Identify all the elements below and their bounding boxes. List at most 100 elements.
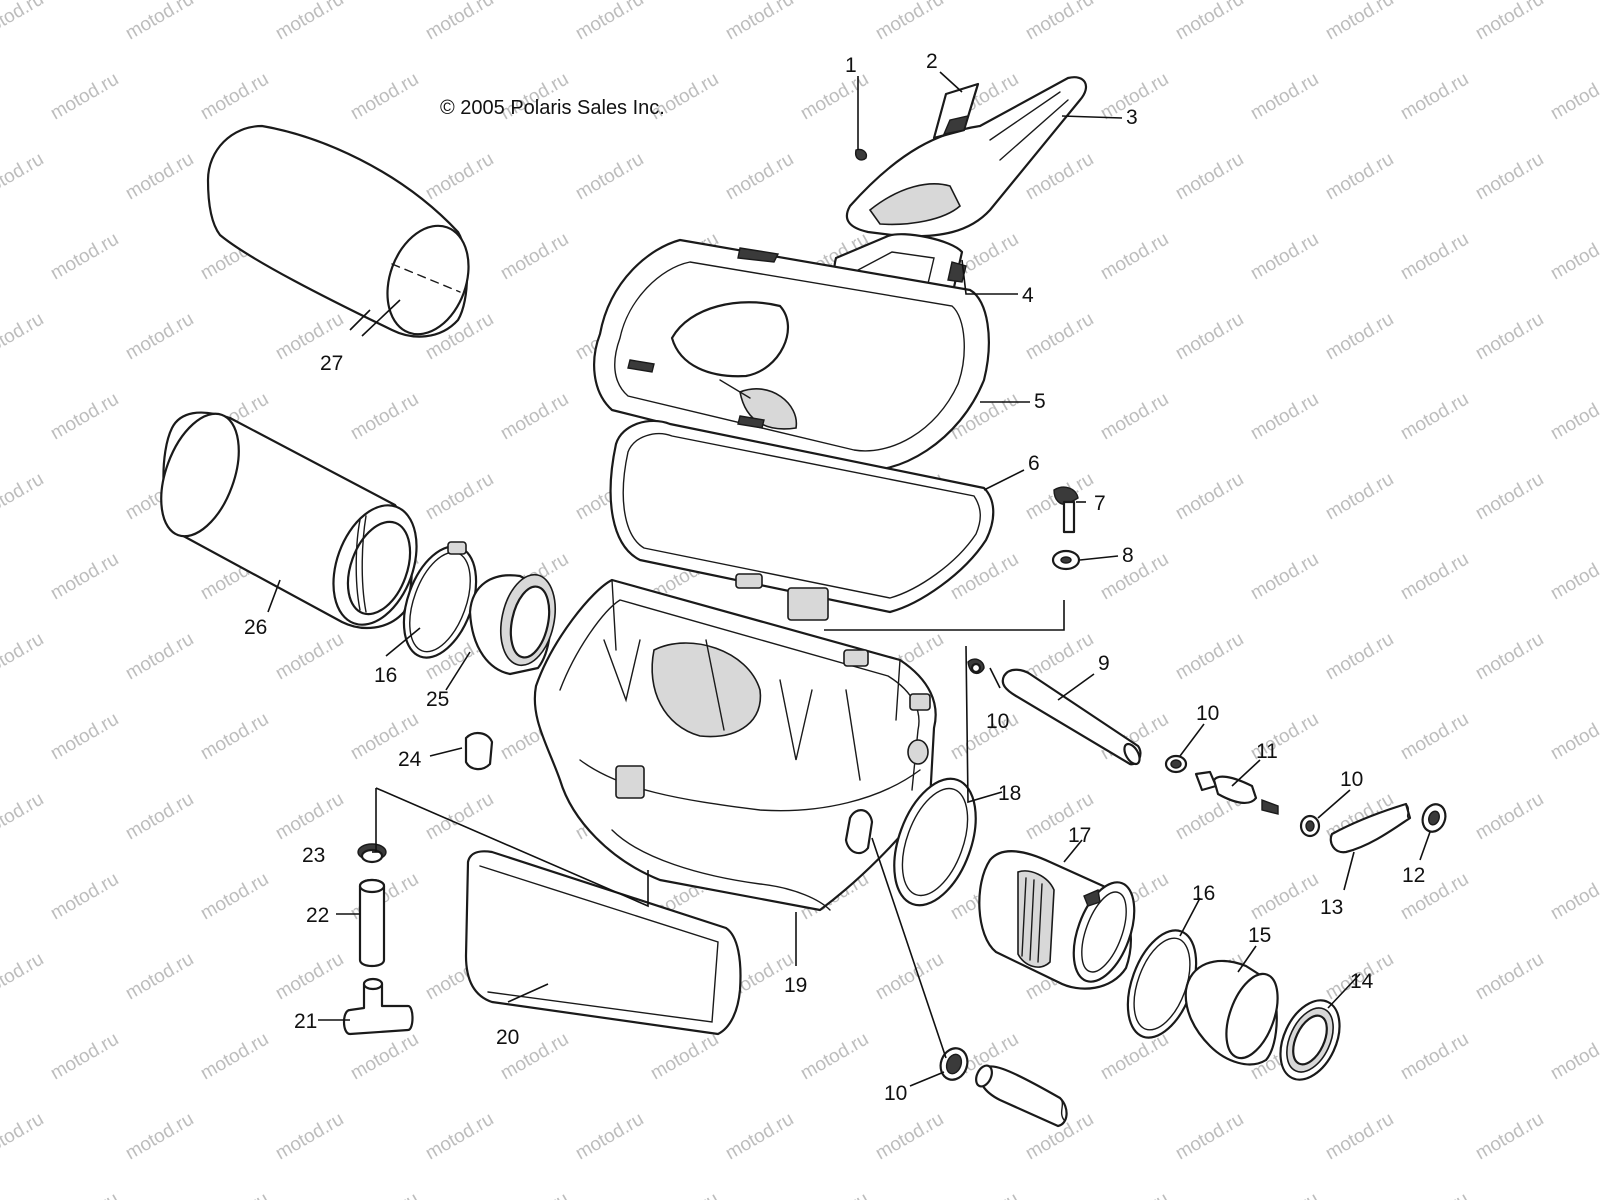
callout-10-a: 10	[986, 710, 1009, 733]
callout-11: 11	[1256, 740, 1278, 763]
callout-19: 19	[784, 974, 807, 997]
part-5-airbox-lid	[593, 238, 990, 473]
watermark-text: motod.ru	[1172, 1109, 1247, 1165]
callout-9: 9	[1098, 652, 1110, 675]
watermark-text: motod.ru	[1247, 229, 1322, 285]
watermark-text: motod.ru	[0, 629, 47, 685]
watermark-text: motod.ru	[1022, 0, 1097, 44]
watermark-text: motod.ru	[422, 1109, 497, 1165]
watermark-text: motod.ru	[1547, 69, 1600, 125]
callout-15: 15	[1248, 924, 1271, 947]
watermark-text: motod.ru	[347, 1029, 422, 1085]
watermark-text: motod.ru	[1472, 469, 1547, 525]
watermark-text: motod.ru	[122, 1109, 197, 1165]
watermark-text: motod.ru	[1247, 1189, 1322, 1200]
watermark-text: motod.ru	[47, 1189, 122, 1200]
watermark-text: motod.ru	[122, 309, 197, 365]
part-27-prefilter-sleeve	[206, 124, 470, 338]
watermark-text: motod.ru	[1172, 469, 1247, 525]
watermark-text: motod.ru	[872, 1109, 947, 1165]
watermark-text: motod.ru	[272, 629, 347, 685]
watermark-text: motod.ru	[1247, 69, 1322, 125]
watermark-text: motod.ru	[122, 0, 197, 44]
watermark-text: motod.ru	[1322, 469, 1397, 525]
watermark-text: motod.ru	[1397, 1189, 1472, 1200]
watermark-text: motod.ru	[647, 1189, 722, 1200]
watermark-text: motod.ru	[347, 389, 422, 445]
watermark-text: motod.ru	[1097, 229, 1172, 285]
watermark-text: motod.ru	[1547, 389, 1600, 445]
part-13-vent-hose	[1329, 802, 1412, 854]
watermark-text: motod.ru	[47, 1029, 122, 1085]
watermark-text: motod.ru	[0, 469, 47, 525]
callout-13: 13	[1320, 896, 1343, 919]
callout-5: 5	[1034, 390, 1046, 413]
callout-26: 26	[244, 616, 267, 639]
callout-4: 4	[1022, 284, 1034, 307]
watermark-text: motod.ru	[0, 309, 47, 365]
watermark-text: motod.ru	[197, 709, 272, 765]
watermark-text: motod.ru	[47, 709, 122, 765]
watermark-text: motod.ru	[0, 1109, 47, 1165]
part-10-clamp-a	[967, 658, 985, 675]
part-3-inlet-cover	[845, 76, 1088, 238]
watermark-text: motod.ru	[122, 789, 197, 845]
watermark-text: motod.ru	[272, 949, 347, 1005]
watermark-text: motod.ru	[947, 709, 1022, 765]
watermark-text: motod.ru	[1547, 869, 1600, 925]
watermark-text: motod.ru	[1472, 309, 1547, 365]
watermark-text: motod.ru	[1547, 1189, 1600, 1200]
watermark-text: motod.ru	[1322, 0, 1397, 44]
watermark-text: motod.ru	[422, 0, 497, 44]
callout-14: 14	[1350, 970, 1374, 993]
watermark-text: motod.ru	[497, 229, 572, 285]
callout-2: 2	[926, 50, 938, 73]
watermark-text: motod.ru	[47, 389, 122, 445]
watermark-text: motod.ru	[797, 69, 872, 125]
watermark-text: motod.ru	[572, 149, 647, 205]
watermark-text: motod.ru	[1247, 549, 1322, 605]
callout-20: 20	[496, 1026, 519, 1049]
watermark-text: motod.ru	[797, 1029, 872, 1085]
watermark-text: motod.ru	[1397, 69, 1472, 125]
watermark-text: motod.ru	[1397, 1029, 1472, 1085]
part-14-clamp	[1279, 999, 1341, 1081]
watermark-text: motod.ru	[197, 1029, 272, 1085]
watermark-text: motod.ru	[497, 1189, 572, 1200]
callout-24: 24	[398, 748, 422, 771]
callout-10-c: 10	[1340, 768, 1363, 791]
watermark-text: motod.ru	[197, 869, 272, 925]
callout-1: 1	[845, 54, 857, 77]
watermark-text: motod.ru	[1397, 549, 1472, 605]
callout-10-d: 10	[884, 1082, 907, 1105]
watermark-text: motod.ru	[1097, 1189, 1172, 1200]
callout-16-lower: 16	[1192, 882, 1215, 905]
copyright-text: © 2005 Polaris Sales Inc.	[440, 97, 665, 119]
watermark-text: motod.ru	[272, 1109, 347, 1165]
callout-21: 21	[294, 1010, 317, 1033]
part-26-air-filter	[160, 411, 418, 629]
watermark-text: motod.ru	[1247, 389, 1322, 445]
watermark-text: motod.ru	[1397, 389, 1472, 445]
watermark-text: motod.ru	[797, 1189, 872, 1200]
callout-6: 6	[1028, 452, 1040, 475]
part-8-washer	[1051, 549, 1081, 571]
watermark-text: motod.ru	[1472, 629, 1547, 685]
callout-numbers: 1 2 3 4 5 6 7 8 9 10 10 10 10 11 12 13 1…	[244, 50, 1425, 1105]
callout-27: 27	[320, 352, 343, 375]
watermark-text: motod.ru	[47, 869, 122, 925]
part-7-bolt	[1053, 486, 1079, 534]
watermark-text: motod.ru	[47, 229, 122, 285]
watermark-text: motod.ru	[1172, 309, 1247, 365]
part-22-drain-tube	[358, 878, 386, 968]
callout-22: 22	[306, 904, 329, 927]
watermark-text: motod.ru	[947, 1189, 1022, 1200]
part-12-hose-cap	[1421, 803, 1447, 833]
watermark-text: motod.ru	[0, 149, 47, 205]
part-19-airbox-tray	[533, 573, 937, 912]
watermark-text: motod.ru	[1172, 0, 1247, 44]
watermark-text: motod.ru	[1397, 229, 1472, 285]
callout-7: 7	[1094, 492, 1106, 515]
watermark-text: motod.ru	[1547, 549, 1600, 605]
